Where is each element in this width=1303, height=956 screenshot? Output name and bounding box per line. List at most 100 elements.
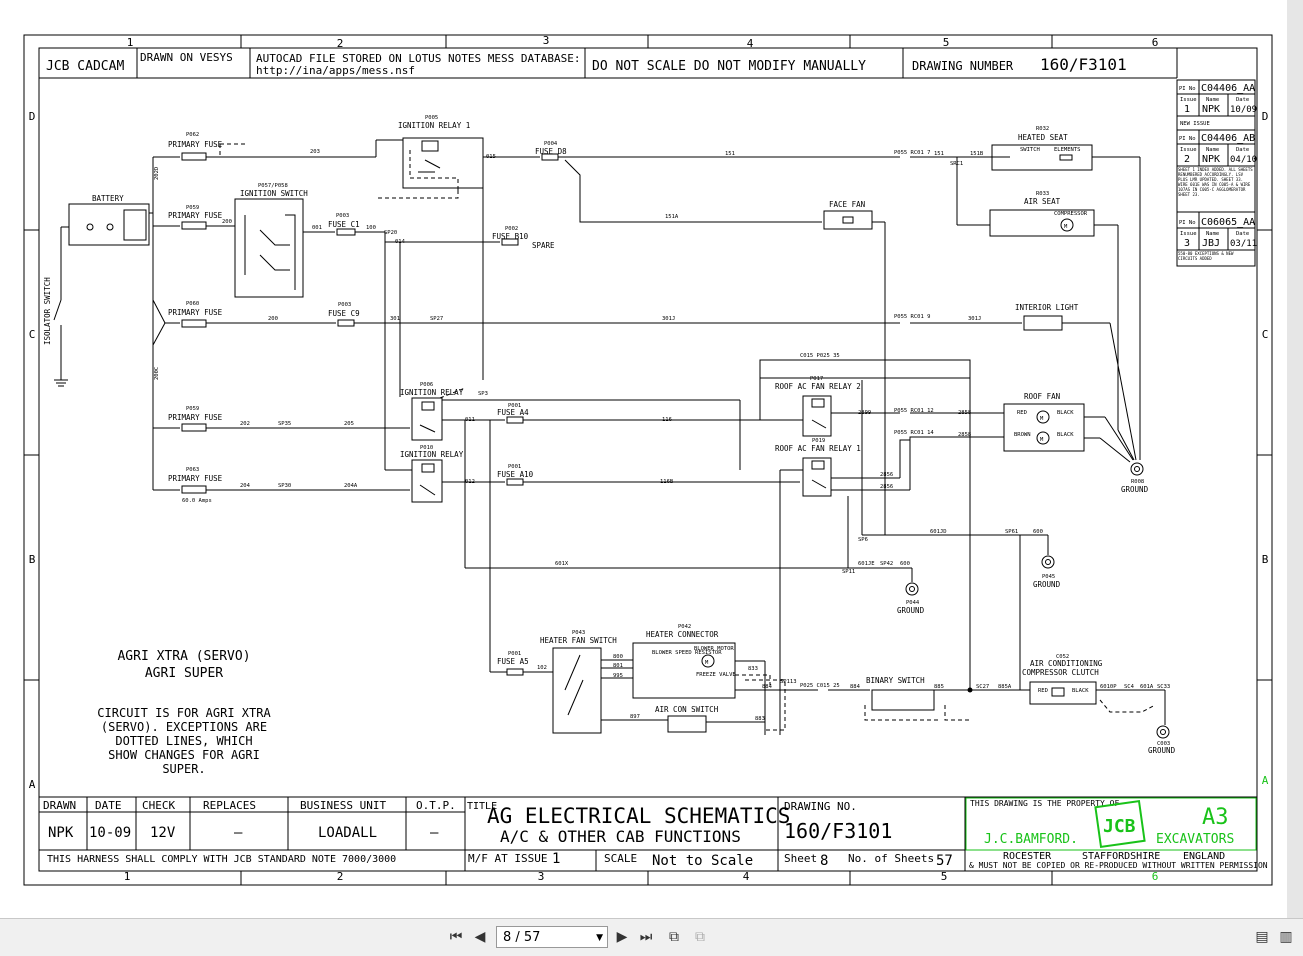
header-drawing-number: 160/F3101 [1040,55,1127,74]
svg-text:800: 800 [613,654,623,660]
row-label: B [1262,553,1269,566]
svg-text:205: 205 [344,421,354,427]
svg-text:R032: R032 [1036,126,1049,132]
row-label: A [29,778,36,791]
svg-text:M: M [705,660,709,666]
svg-text:DATE: DATE [95,799,122,812]
svg-text:885: 885 [934,684,944,690]
rev-pi: C04406_AB [1201,133,1255,144]
svg-text:P003: P003 [338,302,351,308]
page-indicator: 8 / 57 [503,930,541,945]
svg-text:P045: P045 [1042,574,1055,580]
viewer-toolbar: ⏮ ◀ 8 / 57 ▼ ▶ ⏭ ⧉ ⧉ ▤ ▥ [0,918,1303,956]
replaces-value: – [234,825,243,841]
svg-text:DOTTED LINES, WHICH: DOTTED LINES, WHICH [115,734,252,748]
svg-text:JBJ: JBJ [1202,238,1220,249]
previous-page-button[interactable]: ◀ [470,927,490,947]
single-page-icon: ▤ [1255,929,1269,945]
svg-text:P063: P063 [186,467,199,473]
svg-text:P002: P002 [505,226,518,232]
business-unit: LOADALL [318,825,377,841]
drawn-by: NPK [48,825,74,841]
heater-fan-switch-label: HEATER FAN SWITCH [540,636,617,645]
header-autocad-url: http://ina/apps/mess.nsf [256,64,415,77]
paste-button[interactable]: ⧉ [690,927,710,947]
copy-button[interactable]: ⧉ [664,927,684,947]
svg-text:SP6: SP6 [858,537,868,543]
page-selector[interactable]: 8 / 57 ▼ [496,926,608,948]
svg-text:SP30: SP30 [278,483,291,489]
otp-value: – [430,825,439,841]
harness-note: THIS HARNESS SHALL COMPLY WITH JCB STAND… [47,854,396,865]
col-label: 2 [337,37,344,50]
row-label: D [29,110,36,123]
drawn-date: 10-09 [89,825,131,841]
circuit-note: CIRCUIT IS FOR AGRI XTRA (SERVO). EXCEPT… [97,706,271,776]
continuous-view-button[interactable]: ▥ [1276,927,1296,947]
svg-text:2856: 2856 [880,484,893,490]
svg-text:897: 897 [630,714,640,720]
svg-text:Sheet: Sheet [784,852,817,865]
vertical-scrollbar[interactable] [1287,0,1303,918]
ignition-relay-3-label: IGNITION RELAY [400,450,464,459]
svg-text:TITLE: TITLE [467,801,497,812]
svg-text:116B: 116B [660,479,674,485]
svg-text:151B: 151B [970,151,984,157]
svg-text:P001: P001 [508,403,521,409]
svg-text:001: 001 [312,225,322,231]
col-label: 4 [743,870,750,883]
svg-text:2856: 2856 [880,472,893,478]
svg-text:CHECK: CHECK [142,799,175,812]
primary-fuse-label: PRIMARY FUSE [168,413,223,422]
svg-text:151: 151 [934,151,944,157]
svg-text:C052: C052 [1056,654,1069,660]
rev-pi: C06065_AA [1201,217,1255,228]
face-fan-label: FACE FAN [829,200,865,209]
col-label: 6 [1152,870,1159,883]
svg-text:833: 833 [748,666,758,672]
svg-text:O.T.P.: O.T.P. [416,799,456,812]
svg-text:SP11: SP11 [842,569,855,575]
svg-text:SP20: SP20 [384,230,397,236]
primary-fuse-label: PRIMARY FUSE [168,308,223,317]
svg-text:P057/P058: P057/P058 [258,183,288,189]
svg-text:601JE: 601JE [858,561,875,567]
svg-text:P055 RC01 7: P055 RC01 7 [894,150,930,156]
svg-text:NPK: NPK [1202,104,1220,115]
first-page-button[interactable]: ⏮ [446,927,466,947]
svg-text:P017: P017 [810,376,823,382]
svg-text:SP35: SP35 [278,421,291,427]
row-label: D [1262,110,1269,123]
interior-light-label: INTERIOR LIGHT [1015,303,1079,312]
mf-issue: 1 [552,851,560,867]
compressor-label-1: AIR CONDITIONING [1030,659,1103,668]
svg-text:P006: P006 [420,382,433,388]
svg-text:015: 015 [486,154,496,160]
svg-text:04/10: 04/10 [1230,155,1257,165]
fuse-c1-label: FUSE C1 [328,220,360,229]
schematic-drawing: 1 2 3 4 5 6 1 2 3 4 5 6 D C B A D C B A … [23,34,1273,886]
primary-fuse-label: PRIMARY FUSE [168,474,223,483]
roof-fan-label: ROOF FAN [1024,392,1060,401]
last-page-button[interactable]: ⏭ [636,927,656,947]
schematic-circuit: BATTERY ISOLATOR SWITCH 202D 200C P062 P… [43,115,1176,755]
single-page-view-button[interactable]: ▤ [1252,927,1272,947]
svg-text:6010P: 6010P [1100,684,1117,690]
ground-label: GROUND [1033,580,1061,589]
svg-text:2858: 2858 [958,410,971,416]
ignition-switch-label: IGNITION SWITCH [240,189,308,198]
next-page-button[interactable]: ▶ [612,927,632,947]
svg-text:301: 301 [390,316,400,322]
svg-text:C015 P025 35: C015 P025 35 [800,353,840,359]
title-line-1: AG ELECTRICAL SCHEMATICS [487,804,790,828]
svg-text:885A: 885A [998,684,1012,690]
svg-text:P001: P001 [508,464,521,470]
fuse-d8-label: FUSE D8 [535,147,567,156]
svg-text:COMPRESSOR: COMPRESSOR [1054,211,1088,217]
svg-text:REPLACES: REPLACES [203,799,256,812]
sheet-count: 57 [936,853,953,869]
rev-pi: C04406_AA [1201,83,1255,94]
col-label: 5 [941,870,948,883]
svg-text:SPARE: SPARE [532,241,555,250]
fuse-c9-label: FUSE C9 [328,309,360,318]
